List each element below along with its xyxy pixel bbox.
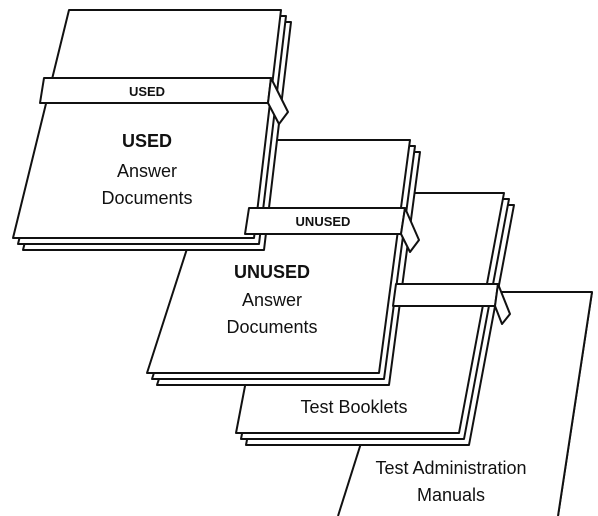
used-stack xyxy=(12,9,292,251)
unused-strap xyxy=(244,207,420,253)
used-strap xyxy=(39,77,289,125)
used-strap-label: USED xyxy=(129,84,165,99)
unused-line1: Answer xyxy=(242,290,302,310)
used-title: USED xyxy=(122,131,172,151)
unused-strap-label: UNUSED xyxy=(296,214,351,229)
unused-title: UNUSED xyxy=(234,262,310,282)
unused-line2: Documents xyxy=(226,317,317,337)
used-line2: Documents xyxy=(101,188,192,208)
booklets-label: Test Booklets xyxy=(300,397,407,417)
used-line1: Answer xyxy=(117,161,177,181)
booklets-strap xyxy=(392,283,511,325)
manuals-line1: Test Administration xyxy=(375,458,526,478)
manuals-line2: Manuals xyxy=(417,485,485,505)
